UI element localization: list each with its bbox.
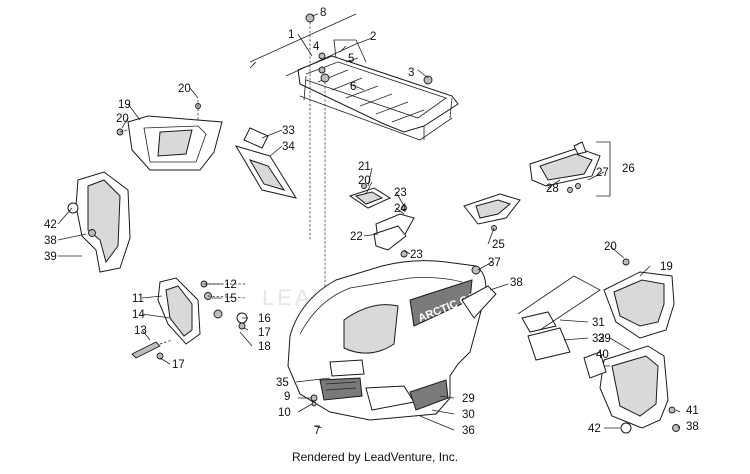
callout-label: 13	[134, 325, 147, 337]
callout-label: 32	[592, 333, 605, 345]
callout-label: 36	[462, 425, 475, 437]
callout-label: 19	[660, 261, 673, 273]
callout-label: 19	[118, 99, 131, 111]
callout-label: 42	[588, 423, 601, 435]
callout-label: 20	[178, 83, 191, 95]
callout-label: 2	[370, 31, 376, 43]
callout-label: 25	[492, 239, 505, 251]
callout-label: 6	[350, 81, 356, 93]
callout-label: 24	[394, 203, 407, 215]
callout-label: 31	[592, 317, 605, 329]
callout-label: 1	[288, 29, 294, 41]
callout-label: 3	[408, 67, 414, 79]
credit-footer: Rendered by LeadVenture, Inc.	[291, 450, 459, 464]
callout-label: 23	[394, 187, 407, 199]
callout-label: 17	[172, 359, 185, 371]
callout-label: 27	[596, 167, 609, 179]
callout-label: 18	[258, 341, 271, 353]
callout-label: 34	[282, 141, 295, 153]
callout-label: 38	[686, 421, 699, 433]
callout-label: 11	[132, 293, 144, 305]
callout-label: 20	[358, 175, 371, 187]
callout-label: 39	[44, 251, 57, 263]
callout-label: 15	[224, 293, 237, 305]
callout-label: 42	[44, 219, 57, 231]
callout-label: 26	[622, 163, 635, 175]
callout-label: 39	[598, 333, 611, 345]
callout-label: 7	[314, 425, 320, 437]
callout-label: 30	[462, 409, 475, 421]
callout-label: 14	[132, 309, 145, 321]
callout-label: 22	[350, 231, 363, 243]
callout-label: 10	[278, 407, 291, 419]
callout-label: 35	[276, 377, 289, 389]
callout-label: 8	[320, 7, 326, 19]
callout-label: 33	[282, 125, 295, 137]
callout-label: 29	[462, 393, 475, 405]
callout-labels: 1 2 3 4 5 6 7 8 9 10 11 12 13 14 15 16 1…	[44, 7, 699, 437]
callout-label: 5	[348, 53, 354, 65]
callout-label: 38	[44, 235, 57, 247]
callout-label: 28	[546, 183, 559, 195]
callout-label: 21	[358, 161, 371, 173]
callout-label: 12	[224, 279, 237, 291]
callout-label: 23	[410, 249, 423, 261]
callout-label: 20	[604, 241, 617, 253]
callout-label: 17	[258, 327, 271, 339]
callout-label: 38	[510, 277, 523, 289]
callout-label: 41	[686, 405, 699, 417]
callout-label: 20	[116, 113, 129, 125]
rear-rack	[297, 39, 459, 141]
callout-label: 40	[596, 349, 609, 361]
callout-label: 16	[258, 313, 271, 325]
callout-label: 4	[313, 41, 320, 53]
callout-label: 9	[284, 391, 290, 403]
callout-label: 37	[488, 257, 501, 269]
